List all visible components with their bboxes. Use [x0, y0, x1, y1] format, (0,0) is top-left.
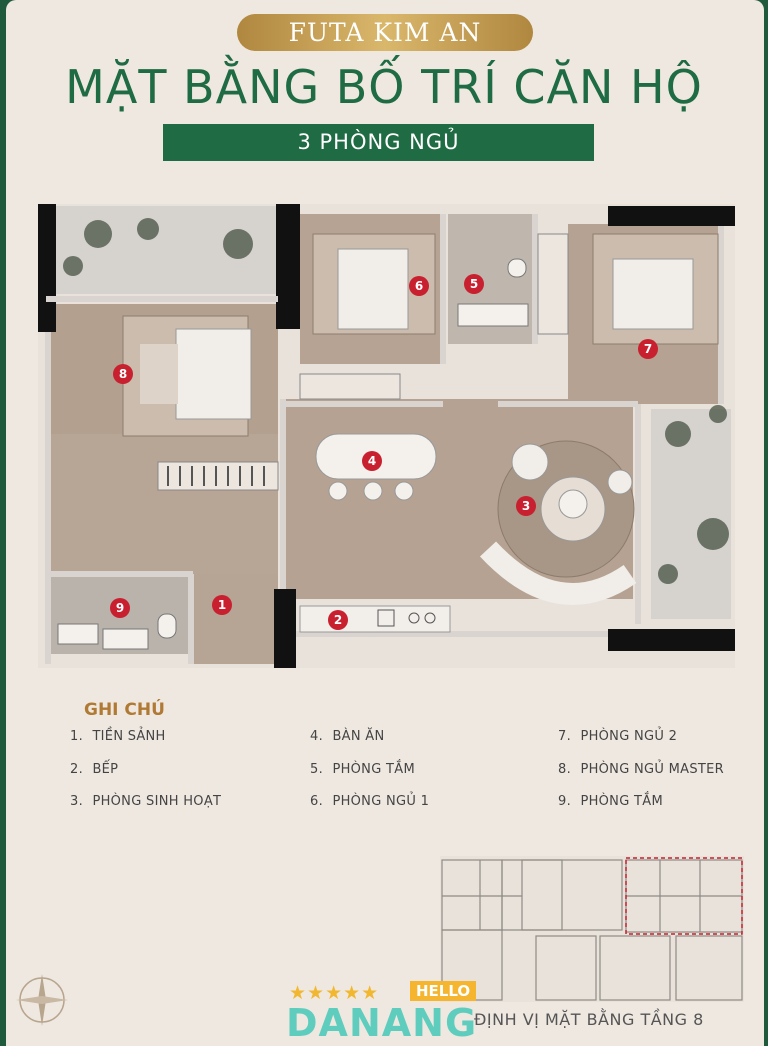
- hall-floor: [48, 434, 278, 574]
- svg-text:9: 9: [116, 601, 124, 615]
- room-marker-1: 1: [212, 595, 232, 615]
- legend-item: 8. PHÒNG NGỦ MASTER: [558, 762, 725, 777]
- columns: [38, 204, 735, 668]
- keymap-background: [440, 856, 744, 1002]
- wardrobe-2: [299, 233, 569, 400]
- keymap-highlight: [625, 857, 743, 935]
- svg-text:8: 8: [119, 367, 127, 381]
- legend-item: 1. TIỀN SẢNH: [70, 729, 166, 744]
- master-bed: [122, 315, 252, 437]
- room-marker-7: 7: [638, 339, 658, 359]
- legend-item: 9. PHÒNG TẮM: [558, 794, 663, 809]
- svg-text:2: 2: [334, 613, 342, 627]
- bed-1: [312, 233, 436, 335]
- room-marker-6: 6: [409, 276, 429, 296]
- svg-text:4: 4: [368, 454, 376, 468]
- brand-badge: FUTA KIM AN: [237, 14, 533, 51]
- subtitle-banner: 3 PHÒNG NGỦ: [163, 124, 594, 161]
- kitchen-counter: [299, 605, 451, 633]
- legend-item: 2. BẾP: [70, 762, 119, 777]
- legend-item: 6. PHÒNG NGỦ 1: [310, 794, 430, 809]
- legend-item: 3. PHÒNG SINH HOẠT: [70, 794, 222, 809]
- keymap-label: ĐỊNH VỊ MẶT BẰNG TẦNG 8: [474, 1010, 704, 1029]
- living-set: [479, 440, 637, 605]
- legend-item: 7. PHÒNG NGỦ 2: [558, 729, 678, 744]
- room-marker-9: 9: [110, 598, 130, 618]
- legend-item: 5. PHÒNG TẮM: [310, 762, 415, 777]
- svg-text:3: 3: [522, 499, 530, 513]
- legend-item: 4. BÀN ĂN: [310, 729, 385, 744]
- wardrobe-1: [157, 461, 279, 491]
- page-title: MẶT BẰNG BỐ TRÍ CĂN HỘ: [65, 60, 703, 114]
- plants: [63, 218, 729, 584]
- keymap-units: [441, 859, 743, 1001]
- balcony-right: [651, 409, 731, 619]
- room-marker-4: 4: [362, 451, 382, 471]
- room-marker-5: 5: [464, 274, 484, 294]
- bed-2: [592, 233, 719, 345]
- svg-text:6: 6: [415, 279, 423, 293]
- room-marker-3: 3: [516, 496, 536, 516]
- floor-plan: 1 2 3 4 5 6 7 8 9: [38, 204, 735, 668]
- bath-fixtures: [57, 258, 529, 650]
- room-markers: 1 2 3 4 5 6 7 8 9: [110, 274, 658, 630]
- watermark-hello: HELLO: [410, 981, 477, 1001]
- notes-title: GHI CHÚ: [84, 700, 165, 720]
- room-marker-8: 8: [113, 364, 133, 384]
- walls: [45, 214, 724, 664]
- compass-icon: [16, 974, 68, 1026]
- floor-keymap: [440, 856, 744, 1002]
- room-marker-2: 2: [328, 610, 348, 630]
- foyer-floor: [193, 574, 278, 664]
- rating-stars: ★★★★★: [289, 982, 380, 1004]
- svg-text:1: 1: [218, 598, 226, 612]
- svg-text:7: 7: [644, 342, 652, 356]
- watermark-danang: DANANG: [286, 1001, 478, 1045]
- svg-text:5: 5: [470, 277, 478, 291]
